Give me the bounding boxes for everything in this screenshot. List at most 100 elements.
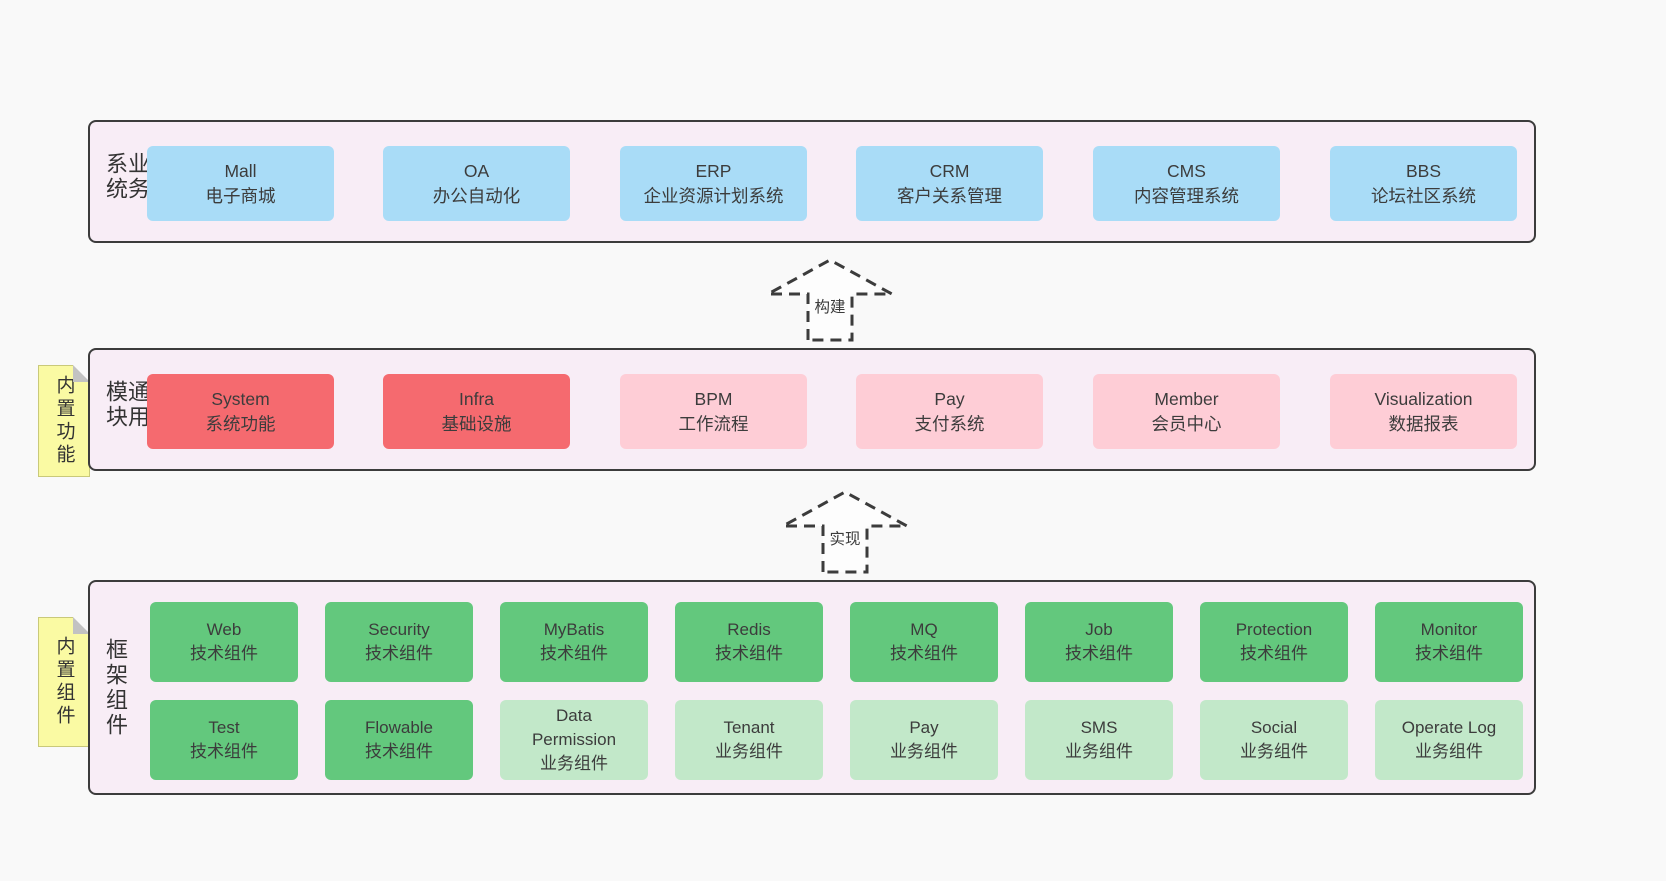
box-title: MyBatis [543, 619, 605, 639]
arrow-label: 实现 [827, 527, 863, 549]
box-subtitle: 技术组件 [715, 644, 783, 663]
box-subtitle: 业务组件 [890, 742, 958, 761]
box-title: Security [368, 619, 430, 639]
box-web: Web 技术组件 [150, 602, 298, 682]
box-member: Member 会员中心 [1093, 374, 1280, 449]
box-flowable: Flowable 技术组件 [325, 700, 473, 780]
panel-side-label: 业务系统 [103, 151, 150, 202]
box-infra: Infra 基础设施 [383, 374, 570, 449]
box-title: MQ [910, 619, 938, 639]
box-subtitle: 办公自动化 [432, 185, 521, 206]
box-subtitle: 企业资源计划系统 [643, 185, 784, 206]
box-title: Mall [224, 160, 257, 181]
box-title: Monitor [1420, 619, 1478, 639]
box-title: CMS [1167, 160, 1206, 181]
box-subtitle: 论坛社区系统 [1371, 185, 1476, 206]
box-tenant: Tenant 业务组件 [675, 700, 823, 780]
sticky-note-builtin-components: 内置组件 [38, 617, 90, 747]
box-subtitle: 业务组件 [715, 742, 783, 761]
arrow-implement: 实现 [777, 490, 913, 574]
box-pay-component: Pay 业务组件 [850, 700, 998, 780]
panel-framework-components: 框架组件 Web 技术组件 Security 技术组件 MyBatis 技术组件… [88, 580, 1536, 795]
box-subtitle: 技术组件 [365, 644, 433, 663]
box-job: Job 技术组件 [1025, 602, 1173, 682]
box-title: SMS [1080, 717, 1118, 737]
arrow-build: 构建 [762, 258, 898, 342]
panel-business-systems: 业务系统 Mall 电子商城 OA 办公自动化 ERP 企业资源计划系统 CRM… [88, 120, 1536, 243]
box-subtitle: 数据报表 [1388, 413, 1459, 434]
box-subtitle: 会员中心 [1151, 413, 1222, 434]
box-row: Mall 电子商城 OA 办公自动化 ERP 企业资源计划系统 CRM 客户关系… [90, 122, 1534, 241]
box-cms: CMS 内容管理系统 [1093, 146, 1280, 221]
box-title: Infra [458, 388, 495, 409]
sticky-note-label: 内置功能 [53, 375, 75, 467]
box-subtitle: 业务组件 [1240, 742, 1308, 761]
box-title: Protection [1235, 619, 1313, 639]
box-system: System 系统功能 [147, 374, 334, 449]
box-title: Redis [727, 619, 771, 639]
box-title: ERP [695, 160, 732, 181]
box-subtitle: 系统功能 [205, 413, 276, 434]
box-bpm: BPM 工作流程 [620, 374, 807, 449]
box-subtitle: 技术组件 [190, 742, 258, 761]
box-title: BBS [1405, 160, 1442, 181]
box-subtitle: 工作流程 [678, 413, 749, 434]
box-subtitle: 技术组件 [1415, 644, 1483, 663]
box-title: Job [1085, 619, 1113, 639]
box-subtitle: 客户关系管理 [897, 185, 1002, 206]
box-title: Operate Log [1401, 717, 1497, 737]
box-subtitle: 业务组件 [1065, 742, 1133, 761]
box-mybatis: MyBatis 技术组件 [500, 602, 648, 682]
box-title: Tenant [723, 717, 775, 737]
box-operate-log: Operate Log 业务组件 [1375, 700, 1523, 780]
box-title: OA [463, 160, 490, 181]
box-title: Flowable [364, 717, 434, 737]
box-row: System 系统功能 Infra 基础设施 BPM 工作流程 Pay 支付系统… [90, 350, 1534, 469]
box-title: Data Permission [531, 705, 617, 749]
box-title: Web [206, 619, 242, 639]
box-title: CRM [929, 160, 970, 181]
box-title: Visualization [1374, 388, 1473, 409]
box-subtitle: 技术组件 [190, 644, 258, 663]
box-protection: Protection 技术组件 [1200, 602, 1348, 682]
box-title: Test [208, 717, 240, 737]
box-title: BPM [694, 388, 733, 409]
box-subtitle: 技术组件 [890, 644, 958, 663]
box-data-permission: Data Permission 业务组件 [500, 700, 648, 780]
box-bbs: BBS 论坛社区系统 [1330, 146, 1517, 221]
box-monitor: Monitor 技术组件 [1375, 602, 1523, 682]
box-subtitle: 技术组件 [365, 742, 433, 761]
box-security: Security 技术组件 [325, 602, 473, 682]
box-subtitle: 支付系统 [914, 413, 985, 434]
box-subtitle: 业务组件 [1415, 742, 1483, 761]
box-subtitle: 业务组件 [540, 754, 608, 774]
box-title: Pay [934, 388, 965, 409]
box-mq: MQ 技术组件 [850, 602, 998, 682]
box-pay: Pay 支付系统 [856, 374, 1043, 449]
box-title: Social [1250, 717, 1298, 737]
box-redis: Redis 技术组件 [675, 602, 823, 682]
arrow-label: 构建 [812, 295, 848, 317]
box-mall: Mall 电子商城 [147, 146, 334, 221]
box-subtitle: 技术组件 [1065, 644, 1133, 663]
box-subtitle: 基础设施 [441, 413, 512, 434]
box-subtitle: 电子商城 [205, 185, 276, 206]
box-crm: CRM 客户关系管理 [856, 146, 1043, 221]
box-subtitle: 内容管理系统 [1134, 185, 1239, 206]
box-subtitle: 技术组件 [1240, 644, 1308, 663]
box-title: Member [1154, 388, 1219, 409]
sticky-note-builtin-features: 内置功能 [38, 365, 90, 477]
box-test: Test 技术组件 [150, 700, 298, 780]
box-title: Pay [909, 717, 939, 737]
box-erp: ERP 企业资源计划系统 [620, 146, 807, 221]
box-oa: OA 办公自动化 [383, 146, 570, 221]
panel-side-label: 通用模块 [103, 379, 150, 430]
box-subtitle: 技术组件 [540, 644, 608, 663]
box-sms: SMS 业务组件 [1025, 700, 1173, 780]
panel-side-label: 框架组件 [103, 637, 128, 738]
sticky-note-label: 内置组件 [53, 636, 75, 728]
box-visualization: Visualization 数据报表 [1330, 374, 1517, 449]
box-title: System [211, 388, 270, 409]
box-social: Social 业务组件 [1200, 700, 1348, 780]
